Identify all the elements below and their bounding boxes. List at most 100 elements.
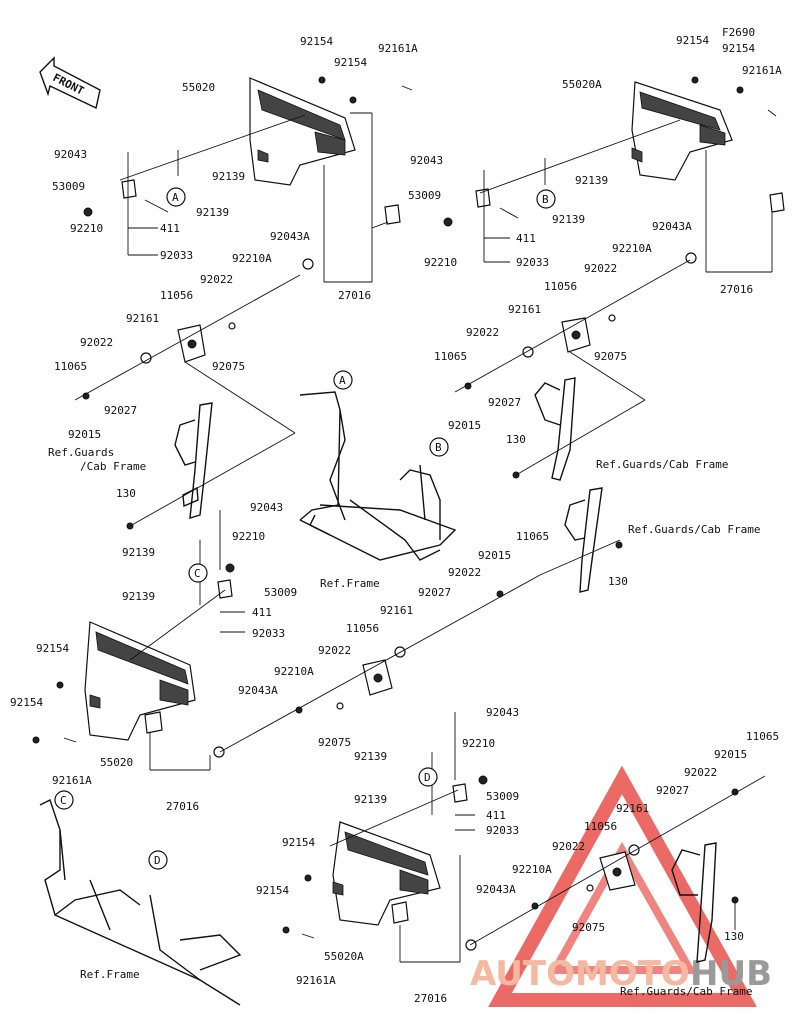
callout-11065: 11065 [434, 350, 467, 363]
callout-92139: 92139 [196, 206, 229, 219]
callout-55020: 55020 [100, 756, 133, 769]
callout-11056: 11056 [584, 820, 617, 833]
watermark-triangle-inner-icon [548, 841, 697, 974]
callout-130: 130 [116, 487, 136, 500]
small-parts [32, 76, 785, 951]
callout-92022: 92022 [552, 840, 585, 853]
callout-53009: 53009 [408, 189, 441, 202]
callout-92210a: 92210A [232, 252, 272, 265]
callout-92043: 92043 [250, 501, 283, 514]
callout-27016: 27016 [414, 992, 447, 1005]
callout-92161: 92161 [380, 604, 413, 617]
callout-92154: 92154 [10, 696, 43, 709]
ref-marker-b-1: B [542, 193, 549, 206]
hinge-plate-top-left [177, 324, 206, 363]
callout-27016: 27016 [166, 800, 199, 813]
callout-130: 130 [724, 930, 744, 943]
callout-92043: 92043 [54, 148, 87, 161]
callout-92154: 92154 [300, 35, 333, 48]
callout-11056: 11056 [346, 622, 379, 635]
callout-92161a: 92161A [52, 774, 92, 787]
callout-92161a: 92161A [742, 64, 782, 77]
callout-92043a: 92043A [476, 883, 516, 896]
callout-92139: 92139 [122, 546, 155, 559]
callout-92210: 92210 [424, 256, 457, 269]
callout-92027: 92027 [418, 586, 451, 599]
callout-92075: 92075 [594, 350, 627, 363]
callout-92027: 92027 [656, 784, 689, 797]
callout-92022: 92022 [584, 262, 617, 275]
ref-marker-d-2: D [154, 854, 161, 867]
callout-ref-guards: Ref.Guards [48, 446, 114, 459]
callout-11056: 11056 [544, 280, 577, 293]
callout-92154: 92154 [36, 642, 69, 655]
callout-11056: 11056 [160, 289, 193, 302]
ref-markers: A B A B C D C D [54, 187, 556, 870]
ref-marker-b-2: B [435, 441, 442, 454]
callout-ref-guards-cab-frame: Ref.Guards/Cab Frame [596, 458, 728, 471]
callout-ref-frame: Ref.Frame [80, 968, 140, 981]
ref-marker-d-1: D [424, 771, 431, 784]
callout-92154: 92154 [282, 836, 315, 849]
callout-92033: 92033 [252, 627, 285, 640]
callout-92043a: 92043A [652, 220, 692, 233]
callout-11065: 11065 [516, 530, 549, 543]
callout-92154: 92154 [256, 884, 289, 897]
frame-lower-sketch [39, 799, 242, 1006]
callout-92139: 92139 [122, 590, 155, 603]
guard-right-sketch [534, 377, 576, 481]
callout-ref-guards-cab-frame: Ref.Guards/Cab Frame [628, 523, 760, 536]
callout-92139: 92139 [575, 174, 608, 187]
guard-bottom-right-sketch [671, 842, 717, 963]
callout-27016: 27016 [720, 283, 753, 296]
callout-92022: 92022 [448, 566, 481, 579]
ref-marker-c-1: C [194, 567, 201, 580]
callout-92022: 92022 [684, 766, 717, 779]
ref-marker-c-2: C [60, 794, 67, 807]
callout-11065: 11065 [54, 360, 87, 373]
figure-code: F2690 [722, 26, 755, 39]
callout-53009: 53009 [264, 586, 297, 599]
callout-130: 130 [608, 575, 628, 588]
callout-11065: 11065 [746, 730, 779, 743]
callout-92022: 92022 [318, 644, 351, 657]
callout-92210: 92210 [462, 737, 495, 750]
callout-92161: 92161 [616, 802, 649, 815]
ref-marker-a-2: A [339, 374, 346, 387]
callout-53009: 53009 [52, 180, 85, 193]
callout-92022: 92022 [466, 326, 499, 339]
callout-92022: 92022 [200, 273, 233, 286]
callout-92139: 92139 [354, 750, 387, 763]
callout-92075: 92075 [318, 736, 351, 749]
hinge-plate-top-right [561, 317, 591, 353]
callout-55020a: 55020A [324, 950, 364, 963]
callout-92154: 92154 [676, 34, 709, 47]
callout-ref-frame: Ref.Frame [320, 577, 380, 590]
hinge-plate-bottom [599, 851, 636, 891]
bracket-53009-parts [121, 179, 491, 803]
callout-55020a: 55020A [562, 78, 602, 91]
callout-92027: 92027 [104, 404, 137, 417]
callout-27016: 27016 [338, 289, 371, 302]
callout-92210: 92210 [232, 530, 265, 543]
callout-92075: 92075 [212, 360, 245, 373]
callout-92139: 92139 [354, 793, 387, 806]
housing-55020a-bottom [332, 821, 441, 926]
frame-center-sketch [299, 391, 457, 561]
housing-55020a-top [631, 81, 733, 181]
callout-53009: 53009 [486, 790, 519, 803]
callout-92139: 92139 [212, 170, 245, 183]
callout-411: 411 [160, 222, 180, 235]
callout-92043a: 92043A [270, 230, 310, 243]
callout-92015: 92015 [68, 428, 101, 441]
callout-92033: 92033 [516, 256, 549, 269]
callout-92210: 92210 [70, 222, 103, 235]
callout-92033: 92033 [160, 249, 193, 262]
callout-92210a: 92210A [512, 863, 552, 876]
watermark-text-1: AUTOMOTO [470, 954, 690, 994]
leader-lines [74, 112, 773, 963]
guard-mid-right-sketch [564, 487, 603, 593]
callout-92033: 92033 [486, 824, 519, 837]
callout-92043: 92043 [410, 154, 443, 167]
